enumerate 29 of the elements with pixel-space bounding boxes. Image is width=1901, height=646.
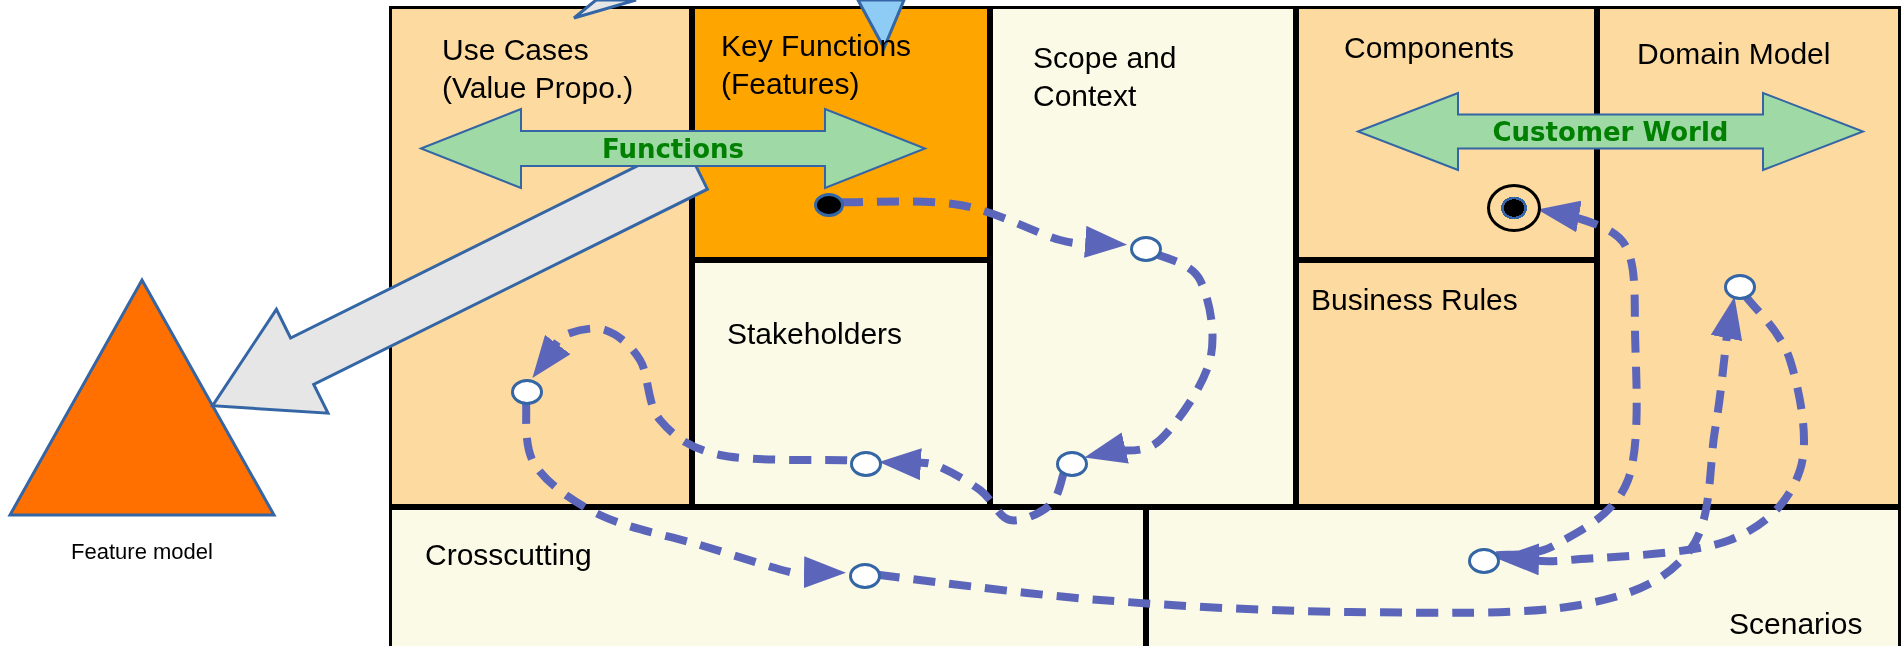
waypoint-circle <box>850 451 882 477</box>
waypoint-circle <box>1468 548 1500 574</box>
section-title: Scope and Context <box>1033 40 1178 114</box>
section-title: Business Rules <box>1311 282 1519 318</box>
section-title: Crosscutting <box>425 537 593 573</box>
waypoint-circle <box>1724 274 1756 300</box>
dashed-arrow <box>1083 250 1217 465</box>
section-title: Domain Model <box>1637 36 1832 72</box>
arrow-label: Functions <box>600 132 746 166</box>
arrow-label: Customer World <box>1491 115 1730 149</box>
waypoint-circle <box>1056 451 1088 477</box>
canvas-section <box>1296 260 1597 507</box>
waypoint-circle <box>511 379 543 405</box>
section-title: Use Cases (Value Propo.) <box>442 32 635 106</box>
canvas-section <box>389 507 1146 646</box>
canvas-section <box>1146 507 1901 646</box>
canvas-section <box>990 6 1296 507</box>
dashed-arrow <box>534 324 848 465</box>
section-title: Scenarios <box>1729 606 1864 642</box>
waypoint-circle <box>1130 236 1162 262</box>
section-title: Key Functions (Features) <box>721 28 913 102</box>
section-title: Components <box>1344 30 1516 66</box>
node-label: Feature model <box>70 538 214 566</box>
end-bullseye <box>1487 184 1541 232</box>
waypoint-circle <box>849 563 881 589</box>
start-dot <box>814 193 844 217</box>
canvas-section <box>692 260 990 507</box>
section-title: Stakeholders <box>727 316 904 352</box>
dashed-arrow <box>840 197 1128 259</box>
